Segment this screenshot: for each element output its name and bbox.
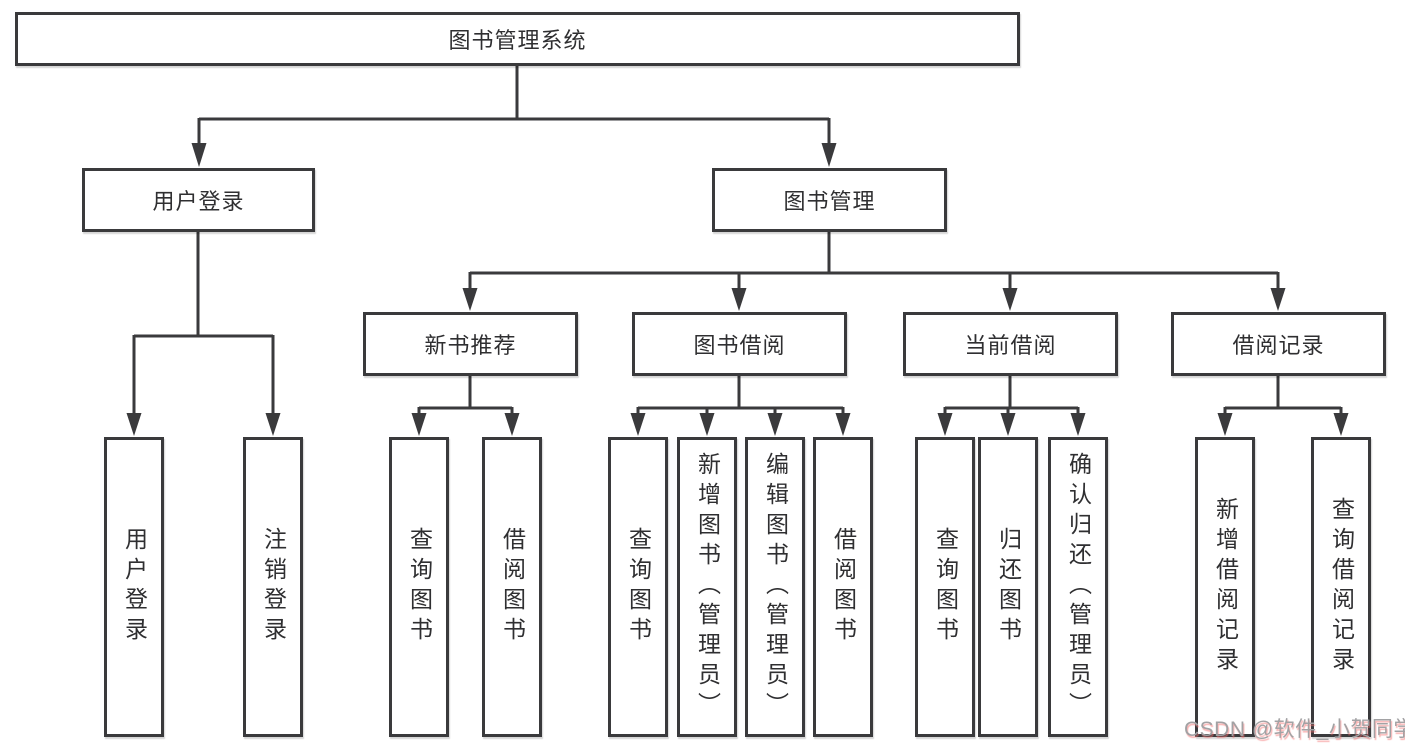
leaf-borrowing-borrow-books: 借阅图书 — [813, 437, 873, 737]
csdn-watermark: CSDN @软件_小贺同学 — [1184, 718, 1405, 741]
leaf-borrowing-query-books-label: 查询图书 — [625, 527, 652, 647]
leaf-borrowing-edit-books-admin: 编辑图书（管理员） — [745, 437, 805, 737]
node-book-borrowing: 图书借阅 — [632, 312, 847, 376]
leaf-newbooks-borrow-books-label: 借阅图书 — [499, 527, 526, 647]
leaf-borrowing-add-books-admin-label: 新增图书（管理员） — [694, 452, 721, 722]
leaf-borrowing-add-books-admin: 新增图书（管理员） — [677, 437, 737, 737]
leaf-current-confirm-return-admin: 确认归还（管理员） — [1048, 437, 1108, 737]
leaf-current-query-books-label: 查询图书 — [932, 527, 959, 647]
leaf-records-query-record: 查询借阅记录 — [1311, 437, 1371, 737]
leaf-current-return-books: 归还图书 — [978, 437, 1038, 737]
leaf-borrowing-edit-books-admin-label: 编辑图书（管理员） — [762, 452, 789, 722]
leaf-newbooks-query-books: 查询图书 — [389, 437, 449, 737]
leaf-logout: 注销登录 — [243, 437, 303, 737]
node-current-borrowing: 当前借阅 — [903, 312, 1118, 376]
leaf-borrowing-query-books: 查询图书 — [608, 437, 668, 737]
node-new-book-recommend: 新书推荐 — [363, 312, 578, 376]
leaf-current-return-books-label: 归还图书 — [995, 527, 1022, 647]
node-borrowing-records: 借阅记录 — [1171, 312, 1386, 376]
leaf-current-confirm-return-admin-label: 确认归还（管理员） — [1065, 452, 1092, 722]
node-root-system: 图书管理系统 — [15, 12, 1020, 66]
node-user-login: 用户登录 — [82, 168, 315, 232]
node-book-management: 图书管理 — [712, 168, 947, 232]
leaf-user-login-label: 用户登录 — [121, 527, 148, 647]
leaf-records-query-record-label: 查询借阅记录 — [1328, 497, 1355, 677]
leaf-records-add-record-label: 新增借阅记录 — [1212, 497, 1239, 677]
leaf-user-login: 用户登录 — [104, 437, 164, 737]
leaf-newbooks-query-books-label: 查询图书 — [406, 527, 433, 647]
leaf-current-query-books: 查询图书 — [915, 437, 975, 737]
leaf-records-add-record: 新增借阅记录 — [1195, 437, 1255, 737]
leaf-logout-label: 注销登录 — [260, 527, 287, 647]
leaf-borrowing-borrow-books-label: 借阅图书 — [830, 527, 857, 647]
leaf-newbooks-borrow-books: 借阅图书 — [482, 437, 542, 737]
